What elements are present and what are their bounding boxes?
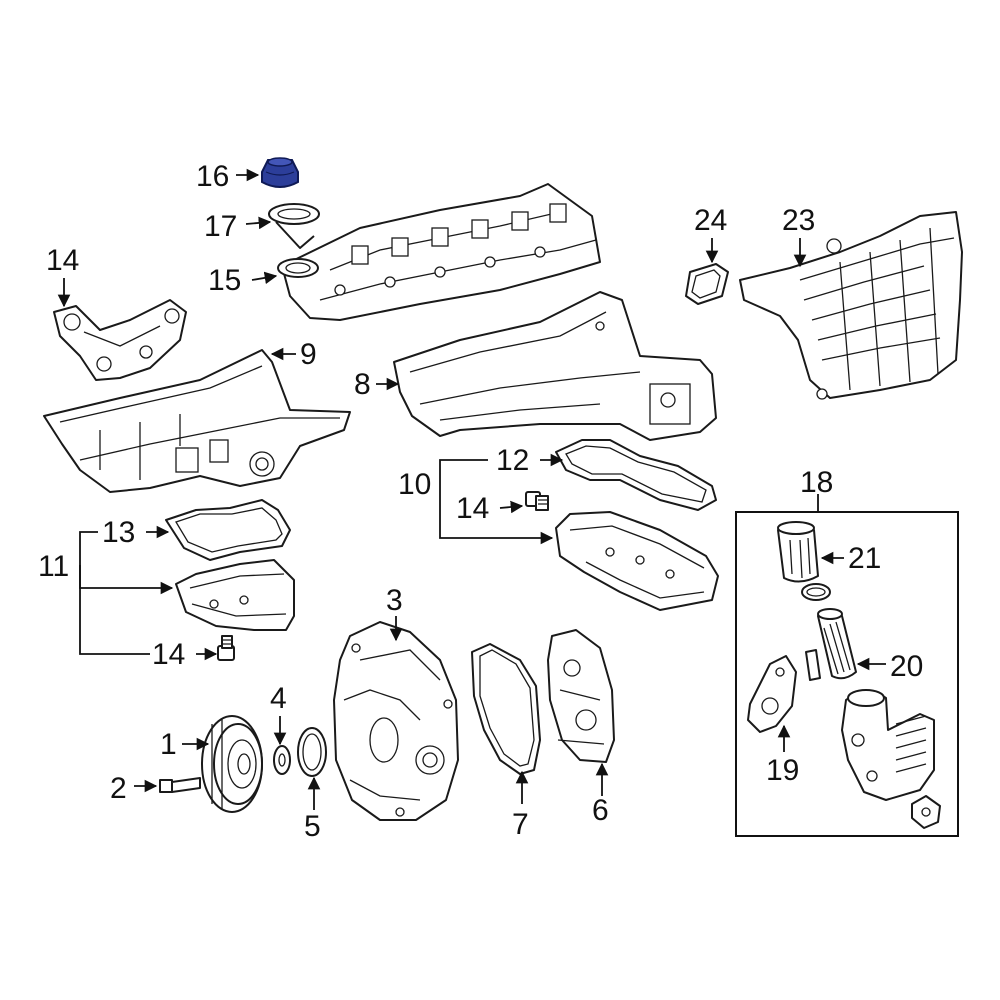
callout-labels: 16 17 15 14 9 8 24 23 12 10 14 13 11 14 …	[38, 160, 923, 843]
part-11-oil-pan-lower-left[interactable]	[175, 559, 295, 631]
part-6-cover[interactable]	[547, 629, 615, 763]
callout-7: 7	[512, 808, 529, 841]
callout-11: 11	[38, 550, 69, 583]
part-2-bolt[interactable]	[159, 777, 201, 793]
callout-18: 17	[204, 210, 237, 243]
part-24-gasket[interactable]	[685, 263, 729, 305]
part-3-timing-cover[interactable]	[333, 621, 459, 821]
callout-20: 19	[766, 754, 799, 787]
callout-2: 2	[110, 772, 127, 805]
part-16-cylinder-head-cover[interactable]	[277, 183, 601, 321]
part-9-oil-pan-upper[interactable]	[43, 349, 351, 493]
part-20-gasket[interactable]	[747, 655, 797, 733]
callout-13: 13	[102, 516, 135, 549]
callout-9: 9	[300, 338, 317, 371]
part-1-crankshaft-pulley[interactable]	[201, 715, 263, 813]
leader-lines	[57, 168, 886, 810]
callout-16: 15	[208, 264, 241, 297]
part-15-bracket[interactable]	[53, 299, 187, 381]
callout-5: 5	[304, 810, 321, 843]
callout-22: 21	[848, 542, 881, 575]
callout-3: 3	[386, 584, 403, 617]
part-8-oil-pan[interactable]	[393, 291, 717, 441]
part-14-drain-plug-lower[interactable]	[217, 635, 235, 661]
part-17-oil-filler-cap[interactable]	[261, 157, 299, 188]
part-10-oil-pan-lower[interactable]	[555, 511, 719, 611]
callout-10: 10	[398, 468, 431, 501]
callout-4: 4	[270, 682, 287, 715]
part-23-intake-manifold[interactable]	[739, 211, 963, 400]
callout-15: 14	[46, 244, 79, 277]
callout-14-lower: 14	[152, 638, 185, 671]
part-4-washer[interactable]	[273, 745, 291, 775]
part-13-gasket[interactable]	[165, 499, 291, 561]
callout-19: 18	[800, 466, 833, 499]
part-5-seal[interactable]	[297, 727, 327, 777]
callout-21: 20	[890, 650, 923, 683]
callout-14-upper: 14	[456, 492, 489, 525]
callout-6: 6	[592, 794, 609, 827]
part-22-filter-cap[interactable]	[777, 521, 831, 601]
callout-8: 8	[354, 368, 371, 401]
part-12-gasket[interactable]	[555, 439, 717, 511]
part-19-group-box	[735, 511, 959, 837]
part-18-seal[interactable]	[268, 203, 320, 249]
callout-17: 16	[196, 160, 229, 193]
part-14-drain-plug-upper[interactable]	[525, 491, 549, 511]
callout-12: 12	[496, 444, 529, 477]
part-21-filter-element[interactable]	[805, 608, 857, 681]
part-7-gasket[interactable]	[471, 643, 541, 775]
callout-1: 1	[160, 728, 177, 761]
callout-24: 24	[694, 204, 727, 237]
callout-23: 23	[782, 204, 815, 237]
part-oil-filter-housing[interactable]	[841, 689, 941, 829]
